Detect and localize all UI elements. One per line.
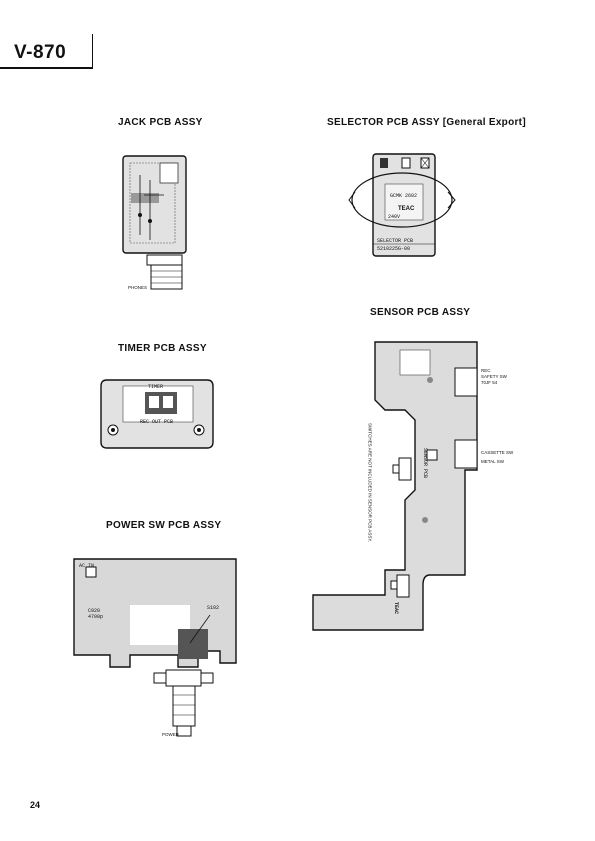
page-number: 24	[30, 800, 41, 810]
selector-pcb-drawing	[348, 153, 456, 257]
power-pcb-title: POWER SW PCB ASSY	[106, 520, 222, 531]
header-rule	[0, 67, 93, 69]
timer-rec-out-label: REC OUT PCB	[140, 419, 174, 425]
timer-pcb-title: TIMER PCB ASSY	[118, 343, 207, 354]
power-s-label: S102	[207, 605, 220, 611]
sensor-pcb-title: SENSOR PCB ASSY	[370, 307, 471, 318]
power-ac-in-label: AC IN	[79, 563, 95, 569]
sensor-label-rec: REC	[481, 368, 491, 373]
power-label: POWER	[162, 732, 180, 737]
selector-board-name: SELECTOR PCB	[377, 238, 414, 244]
power-pcb-drawing	[73, 558, 237, 737]
timer-board-name: TIMER	[148, 384, 164, 390]
jack-pcb-drawing	[122, 155, 187, 290]
sensor-label-cassette-sw: CASSETTE SW	[481, 450, 514, 455]
phones-label: PHONES	[128, 285, 148, 290]
header-rule-vertical	[92, 34, 93, 69]
selector-voltage: 240V	[388, 214, 401, 220]
timer-pcb-drawing	[100, 379, 214, 449]
sensor-note-text: SWITCHES ARE NOT INCLUDED IN SENSOR PCB …	[367, 422, 373, 543]
power-c-value: 4700p	[88, 614, 104, 620]
jack-pcb-title: JACK PCB ASSY	[118, 117, 203, 128]
sensor-brand: TEAC	[393, 601, 400, 615]
selector-board-code: GCMK 2602	[390, 193, 418, 199]
selector-part-number: 5210225G-00	[377, 246, 411, 252]
sensor-board-name: SENSOR PCB	[422, 447, 429, 479]
sensor-label-safety-sw: SAFETY SW	[481, 374, 507, 379]
sensor-label-metal-sw: METAL SW	[481, 459, 505, 464]
selector-pcb-title: SELECTOR PCB ASSY [General Export]	[327, 117, 526, 128]
sensor-label-part: 70JF 54	[481, 380, 498, 385]
model-title: V-870	[14, 42, 67, 63]
sensor-pcb-drawing	[312, 341, 478, 631]
selector-brand: TEAC	[398, 206, 415, 212]
power-c-label: C920	[88, 608, 101, 614]
